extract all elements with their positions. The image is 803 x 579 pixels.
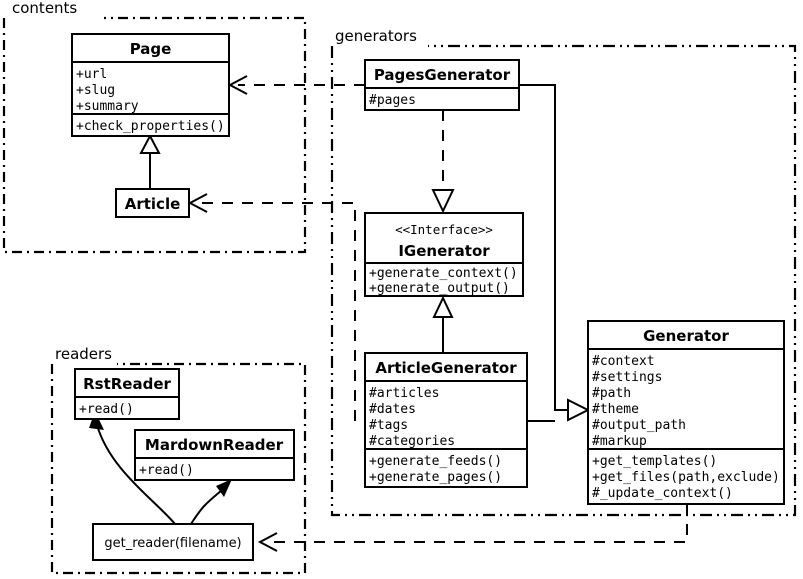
- class-box-rstreader[interactable]: RstReader +read(): [74, 368, 180, 420]
- open-arrow-icon: [257, 532, 278, 552]
- class-box-outline: [74, 368, 180, 420]
- class-attribute: #articles: [369, 386, 439, 401]
- class-method: +generate_pages(): [369, 470, 502, 485]
- relation-curve: [96, 424, 176, 525]
- hollow-triangle-icon: [431, 189, 455, 214]
- hollow-triangle-icon: [139, 133, 161, 154]
- relation-pagesgenerator-realizes-igenerator: [431, 110, 455, 214]
- class-attribute: +slug: [76, 83, 115, 98]
- relation-line-pagesgenerator: [519, 84, 570, 411]
- class-name-page: Page: [130, 40, 172, 58]
- relation-line: [268, 504, 688, 543]
- class-method: #_update_context(): [592, 486, 733, 501]
- class-attribute: #context: [592, 354, 655, 369]
- filled-arrow-icon: [216, 479, 232, 497]
- class-name-pagesgenerator: PagesGenerator: [374, 66, 511, 84]
- relation-curve: [190, 489, 223, 525]
- package-readers-label: readers: [55, 345, 112, 363]
- class-method: +read(): [139, 463, 194, 478]
- class-attribute: #theme: [592, 402, 639, 417]
- class-box-igenerator[interactable]: <<Interface>> IGenerator +generate_conte…: [364, 212, 524, 297]
- package-contents-border: [2, 16, 307, 254]
- relation-articlegenerator-realizes-igenerator: [432, 295, 454, 353]
- class-name-igenerator: IGenerator: [398, 242, 490, 260]
- function-box-outline: [92, 523, 254, 561]
- relation-generators-inherit-generator: [519, 84, 591, 422]
- class-attribute: #categories: [369, 434, 455, 449]
- package-readers-border: [50, 362, 307, 575]
- relation-pagesgenerator-uses-page: [227, 75, 365, 95]
- class-name-rstreader: RstReader: [83, 375, 171, 393]
- class-name-generator: Generator: [643, 327, 729, 345]
- class-attribute: +url: [76, 67, 107, 82]
- class-method: +generate_output(): [369, 281, 510, 296]
- package-readers: readers: [50, 345, 307, 575]
- class-method: +generate_context(): [369, 266, 518, 281]
- relation-getreader-calls-markdownreader: [190, 479, 232, 525]
- class-box-pagesgenerator[interactable]: PagesGenerator #pages: [364, 59, 520, 111]
- class-attribute: #output_path: [592, 418, 686, 433]
- package-generators-label: generators: [335, 27, 417, 45]
- function-label-get-reader: get_reader(filename): [104, 536, 241, 551]
- class-attribute: #dates: [369, 402, 416, 417]
- class-attribute: #path: [592, 386, 631, 401]
- package-contents-label: contents: [12, 0, 77, 17]
- package-contents: contents: [2, 0, 307, 254]
- class-box-article[interactable]: Article: [115, 188, 190, 218]
- class-attribute: #pages: [369, 93, 416, 108]
- class-name-articlegenerator: ArticleGenerator: [375, 359, 517, 377]
- package-generators: generators: [330, 27, 797, 517]
- class-box-outline: [587, 320, 785, 505]
- class-box-outline: [364, 352, 528, 488]
- class-box-outline: [115, 188, 190, 218]
- relation-line: [198, 202, 356, 421]
- filled-arrow-icon: [89, 411, 104, 430]
- class-attribute: #settings: [592, 370, 662, 385]
- class-name-markdownreader: MardownReader: [145, 436, 284, 454]
- class-box-generator[interactable]: Generator #context #settings #path #them…: [587, 320, 785, 505]
- class-box-markdownreader[interactable]: MardownReader +read(): [134, 429, 295, 481]
- relation-article-generalizes-page: [139, 133, 161, 189]
- relation-generator-uses-getreader: [257, 504, 688, 552]
- class-method: +get_files(path,exclude): [592, 470, 780, 485]
- hollow-triangle-icon: [567, 398, 591, 422]
- class-method: +read(): [79, 402, 134, 417]
- class-box-outline: [134, 429, 295, 481]
- function-box-get-reader[interactable]: get_reader(filename): [92, 523, 254, 561]
- hollow-triangle-icon: [432, 295, 454, 318]
- class-box-outline: [364, 59, 520, 111]
- class-stereotype-igenerator: <<Interface>>: [395, 222, 493, 237]
- class-method: +generate_feeds(): [369, 454, 502, 469]
- class-box-page[interactable]: Page +url +slug +summary +check_properti…: [71, 33, 230, 137]
- package-generators-border: [330, 44, 797, 517]
- class-box-articlegenerator[interactable]: ArticleGenerator #articles #dates #tags …: [364, 352, 528, 488]
- relation-getreader-calls-rstreader: [89, 411, 176, 525]
- class-attribute: +summary: [76, 99, 139, 114]
- relation-articlegenerator-uses-article: [187, 193, 356, 421]
- class-box-outline: [364, 212, 524, 297]
- class-attribute: #markup: [592, 434, 647, 449]
- class-box-outline: [71, 33, 230, 137]
- class-method: +get_templates(): [592, 454, 717, 469]
- class-attribute: #tags: [369, 418, 408, 433]
- class-method: +check_properties(): [76, 119, 225, 134]
- class-name-article: Article: [125, 195, 181, 213]
